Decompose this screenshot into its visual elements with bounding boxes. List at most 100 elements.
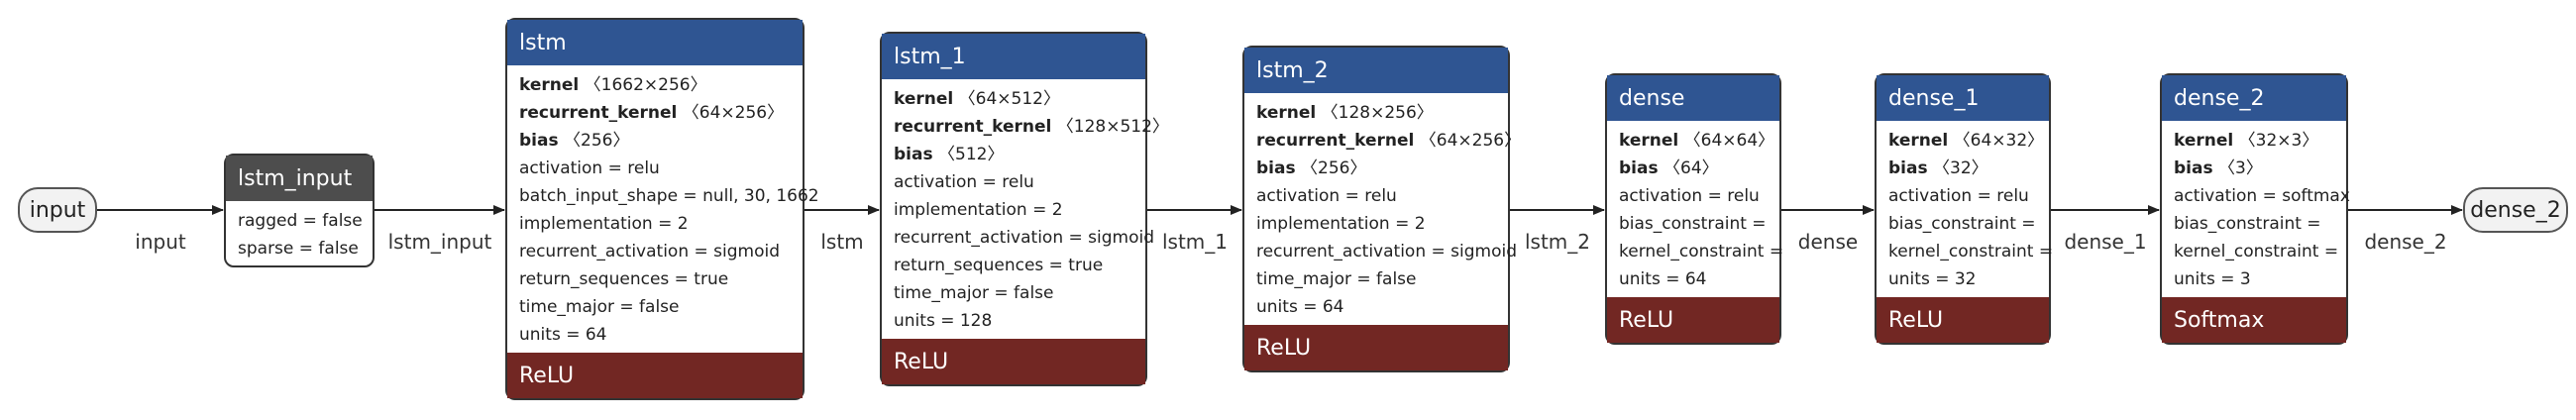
attribute-value: units = 64 <box>1619 269 1707 289</box>
attribute-key: kernel <box>519 75 580 95</box>
layer-attribute: kernel 〈32×3〉 <box>2174 127 2334 155</box>
attribute-value: units = 32 <box>1888 269 1977 289</box>
attribute-value: activation = relu <box>1619 186 1760 206</box>
activation-footer: ReLU <box>882 339 1145 384</box>
attribute-value: return_sequences = true <box>894 256 1104 275</box>
attribute-value: units = 3 <box>2174 269 2251 289</box>
attribute-value: units = 64 <box>519 325 607 345</box>
edge-label: lstm_1 <box>1161 230 1229 254</box>
layer-attribute: bias_constraint = <box>1888 210 2037 238</box>
input-node[interactable]: input <box>18 187 97 233</box>
layer-attribute: implementation = 2 <box>1256 210 1496 238</box>
edge-label: lstm_2 <box>1524 230 1591 254</box>
attribute-key: kernel <box>1888 131 1949 151</box>
attribute-value: implementation = 2 <box>1256 214 1426 234</box>
layer-attribute: units = 64 <box>519 321 791 349</box>
edge-label: lstm_input <box>387 230 492 254</box>
layer-attribute: kernel_constraint = <box>2174 238 2338 265</box>
attribute-key: bias <box>2174 158 2213 178</box>
attribute-value: bias_constraint = <box>1619 214 1767 234</box>
attribute-value: implementation = 2 <box>519 214 689 234</box>
layer-attribute: bias 〈256〉 <box>519 127 791 155</box>
layer-attribute: bias 〈256〉 <box>1256 155 1496 182</box>
layer-attribute: recurrent_kernel 〈64×256〉 <box>1256 127 1521 155</box>
layer-title: dense_1 <box>1877 75 2049 121</box>
attribute-key: bias <box>894 145 933 164</box>
attribute-value: implementation = 2 <box>894 200 1063 220</box>
layer-attribute: return_sequences = true <box>519 265 791 293</box>
attribute-value: 〈64×32〉 <box>1953 131 2045 151</box>
attribute-value: 〈256〉 <box>1301 158 1367 178</box>
activation-footer: Softmax <box>2162 297 2346 343</box>
layer-attribute: activation = relu <box>1619 182 1768 210</box>
layer-attribute: recurrent_kernel 〈128×512〉 <box>894 113 1169 141</box>
layer-title: lstm <box>507 20 803 65</box>
layer-attribute: units = 64 <box>1256 293 1496 321</box>
layer-attributes: kernel 〈64×512〉recurrent_kernel 〈128×512… <box>882 79 1169 339</box>
edge-label: dense_2 <box>2364 230 2447 254</box>
attribute-value: activation = relu <box>519 158 660 178</box>
layer-attribute: time_major = false <box>894 279 1133 307</box>
attribute-value: kernel_constraint = <box>1888 242 2054 262</box>
attribute-value: time_major = false <box>894 283 1054 303</box>
attribute-value: 〈64×512〉 <box>958 89 1060 109</box>
layer-attribute: units = 3 <box>2174 265 2334 293</box>
layer-attribute: batch_input_shape = null, 30, 1662 <box>519 182 819 210</box>
edge-label: dense_1 <box>2064 230 2147 254</box>
attribute-key: bias <box>1619 158 1659 178</box>
attribute-key: recurrent_kernel <box>519 103 678 123</box>
attribute-value: 〈1662×256〉 <box>584 75 707 95</box>
attribute-value: 〈512〉 <box>938 145 1005 164</box>
attribute-value: 〈128×256〉 <box>1321 103 1434 123</box>
output-node[interactable]: dense_2 <box>2463 187 2568 233</box>
activation-footer: ReLU <box>1607 297 1779 343</box>
layer-attribute: time_major = false <box>1256 265 1496 293</box>
attribute-value: recurrent_activation = sigmoid <box>894 228 1154 248</box>
layer-attribute: recurrent_activation = sigmoid <box>1256 238 1517 265</box>
layer-attribute: kernel 〈1662×256〉 <box>519 71 791 99</box>
layer-attributes: ragged = false sparse = false <box>226 201 373 266</box>
layer-title: lstm_1 <box>882 34 1145 79</box>
attribute-key: bias <box>519 131 559 151</box>
layer-attribute: implementation = 2 <box>519 210 791 238</box>
layer-attribute: activation = relu <box>1256 182 1496 210</box>
layer-attribute: return_sequences = true <box>894 252 1133 279</box>
layer-attribute: recurrent_activation = sigmoid <box>894 224 1154 252</box>
edge-label: input <box>135 230 186 254</box>
attribute-value: bias_constraint = <box>1888 214 2036 234</box>
activation-footer: ReLU <box>507 353 803 398</box>
attribute-value: recurrent_activation = sigmoid <box>1256 242 1517 262</box>
layer-attribute: units = 32 <box>1888 265 2037 293</box>
layer-attribute: kernel 〈64×512〉 <box>894 85 1133 113</box>
layer-attribute: sparse = false <box>238 235 361 262</box>
layer-title: lstm_2 <box>1244 48 1508 93</box>
attribute-value: time_major = false <box>519 297 680 317</box>
layer-title: dense_2 <box>2162 75 2346 121</box>
attribute-value: activation = relu <box>894 172 1034 192</box>
layer-attribute: kernel 〈64×64〉 <box>1619 127 1774 155</box>
layer-attribute: kernel 〈64×32〉 <box>1888 127 2044 155</box>
layer-attribute: activation = relu <box>1888 182 2037 210</box>
attribute-value: units = 128 <box>894 311 993 331</box>
attribute-value: 〈64×256〉 <box>1419 131 1522 151</box>
layer-attributes: kernel 〈64×32〉bias 〈32〉activation = relu… <box>1877 121 2053 297</box>
layer-attribute: bias 〈512〉 <box>894 141 1133 168</box>
activation-footer: ReLU <box>1877 297 2049 343</box>
layer-attribute: activation = relu <box>894 168 1133 196</box>
layer-attribute: units = 64 <box>1619 265 1768 293</box>
attribute-key: kernel <box>894 89 954 109</box>
layer-attribute: activation = relu <box>519 155 791 182</box>
attribute-value: ragged = false <box>238 211 363 231</box>
attribute-value: return_sequences = true <box>519 269 729 289</box>
layer-attribute: bias 〈3〉 <box>2174 155 2334 182</box>
layer-attributes: kernel 〈1662×256〉recurrent_kernel 〈64×25… <box>507 65 819 353</box>
layer-attributes: kernel 〈64×64〉bias 〈64〉activation = relu… <box>1607 121 1783 297</box>
